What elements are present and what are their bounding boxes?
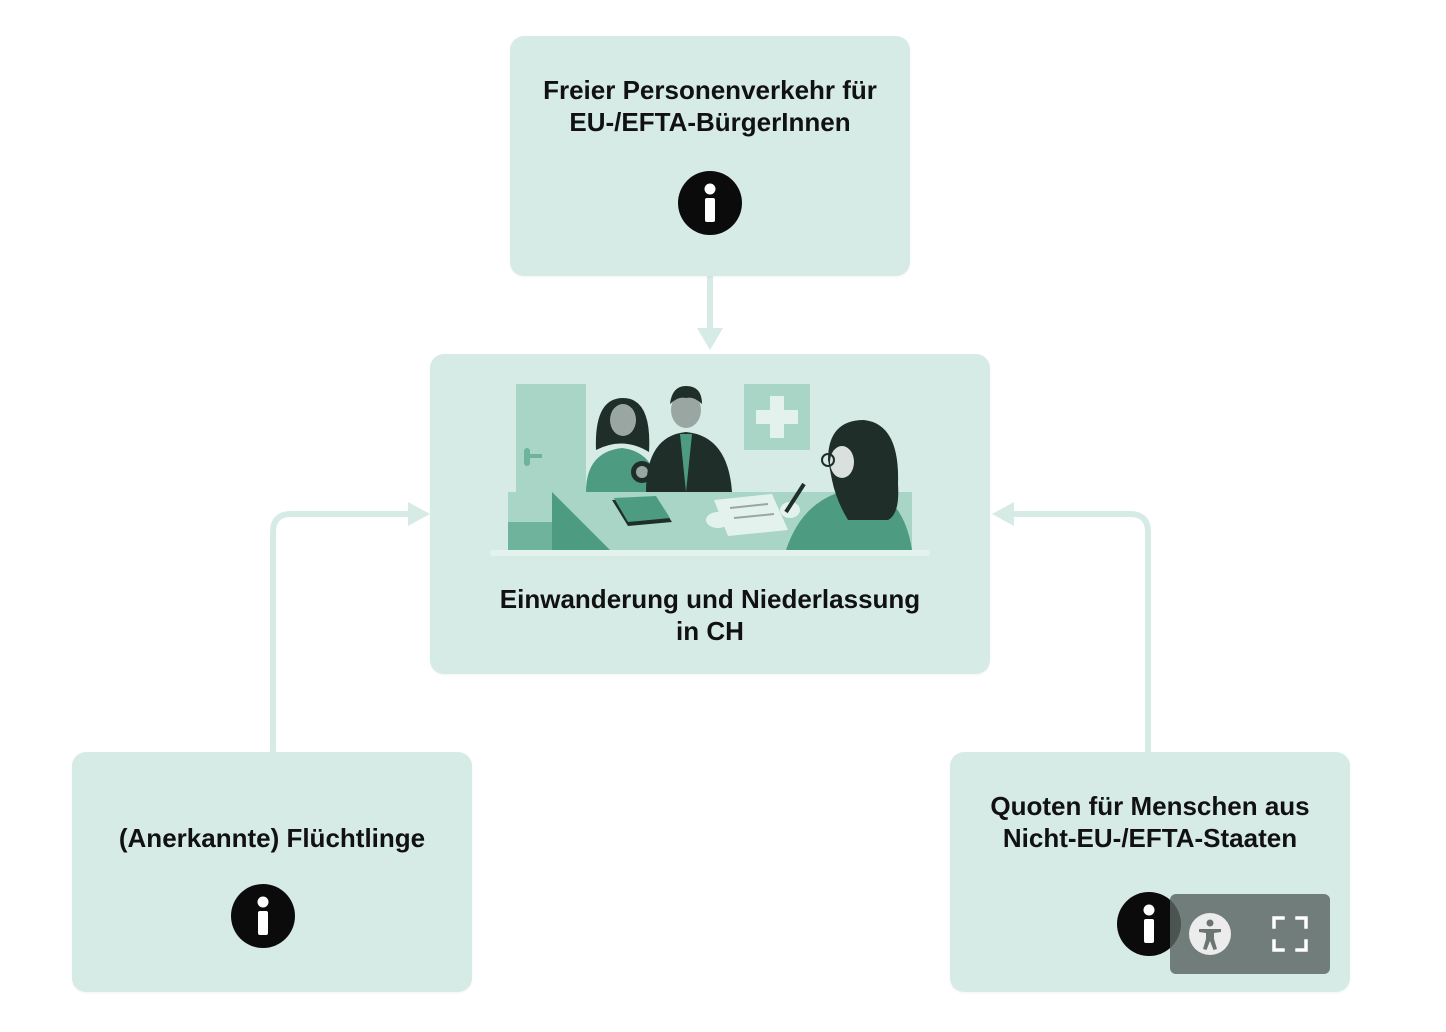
left-box-label: (Anerkannte) Flüchtlinge [118, 823, 426, 853]
connector-right-to-center [1010, 511, 1151, 752]
fullscreen-icon[interactable] [1266, 910, 1314, 958]
arrowhead-left [992, 502, 1014, 526]
connector-left-to-center [270, 511, 412, 752]
arrowhead-down [697, 328, 723, 350]
accessibility-icon[interactable] [1186, 910, 1234, 958]
center-box-immigration: Einwanderung und Niederlassung in CH [430, 354, 990, 674]
left-box-refugees: (Anerkannte) Flüchtlinge [72, 752, 472, 992]
documents [714, 494, 788, 536]
floating-toolbar [1170, 894, 1330, 974]
arrowhead-right [408, 502, 430, 526]
office-scene-illustration [490, 384, 930, 556]
info-icon[interactable] [678, 171, 742, 235]
center-box-label: Einwanderung und Niederlassung in CH [499, 584, 921, 646]
top-box-free-movement: Freier Personenverkehr für EU-/EFTA-Bürg… [510, 36, 910, 276]
info-icon[interactable] [231, 884, 295, 948]
top-box-label: Freier Personenverkehr für EU-/EFTA-Bürg… [543, 75, 877, 137]
right-box-label: Quoten für Menschen aus Nicht-EU-/EFTA-S… [990, 791, 1310, 853]
